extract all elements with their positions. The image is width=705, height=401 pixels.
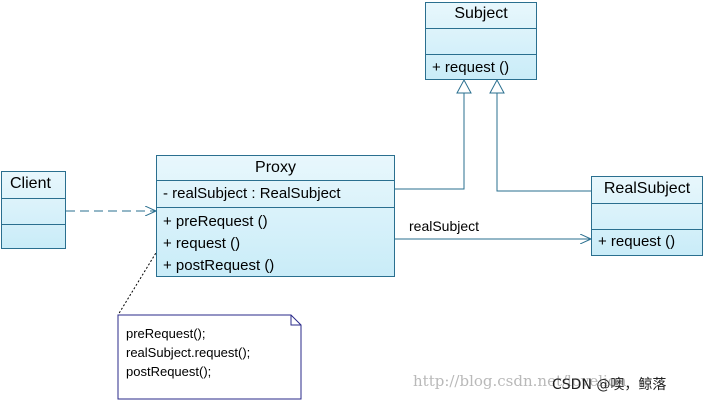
realsubject-operations-section: + request () [592,229,702,255]
subject-class-name: Subject [454,5,508,22]
subject-attributes-section [426,28,536,54]
note-line-request: realSubject.request(); [126,345,251,360]
proxy-operation-request: + request () [163,235,241,252]
proxy-operations-section: + preRequest () + request () + postReque… [157,207,394,277]
proxy-class[interactable]: Proxy - realSubject : RealSubject + preR… [156,155,395,277]
realsubject-class[interactable]: RealSubject + request () [591,176,703,256]
note-fold [290,315,301,326]
subject-operations-section: + request () [426,54,536,81]
proxy-operation-prerequest: + preRequest () [163,213,268,230]
proxy-attributes-section: - realSubject : RealSubject [157,180,394,207]
realsubject-attributes-section [592,203,702,229]
subject-operation: + request () [432,59,510,76]
note-box [117,314,302,400]
realsubject-operation: + request () [598,233,676,250]
subject-class[interactable]: Subject + request () [425,2,537,80]
client-class-name: Client [10,175,51,192]
realsubject-class-name: RealSubject [603,180,691,197]
proxy-class-name: Proxy [255,159,296,176]
url-watermark: http://blog.csdn.net/lovelion [413,372,627,390]
realsubject-subject-triangle [489,78,505,94]
note-line-postrequest: postRequest(); [126,364,212,379]
note-line-prerequest: preRequest(); [126,326,206,341]
client-operations-section [2,224,65,248]
client-attributes-section [2,198,65,224]
proxy-operation-postrequest: + postRequest () [163,257,275,274]
proxy-subject-triangle [456,78,472,94]
realsubject-subject-generalization [496,92,591,192]
proxy-subject-generalization [395,92,465,190]
proxy-attribute: - realSubject : RealSubject [163,185,341,202]
client-class[interactable]: Client [1,171,66,249]
csdn-credit: CSDN @噢，鲸落 [552,377,667,393]
association-label: realSubject [409,218,480,234]
